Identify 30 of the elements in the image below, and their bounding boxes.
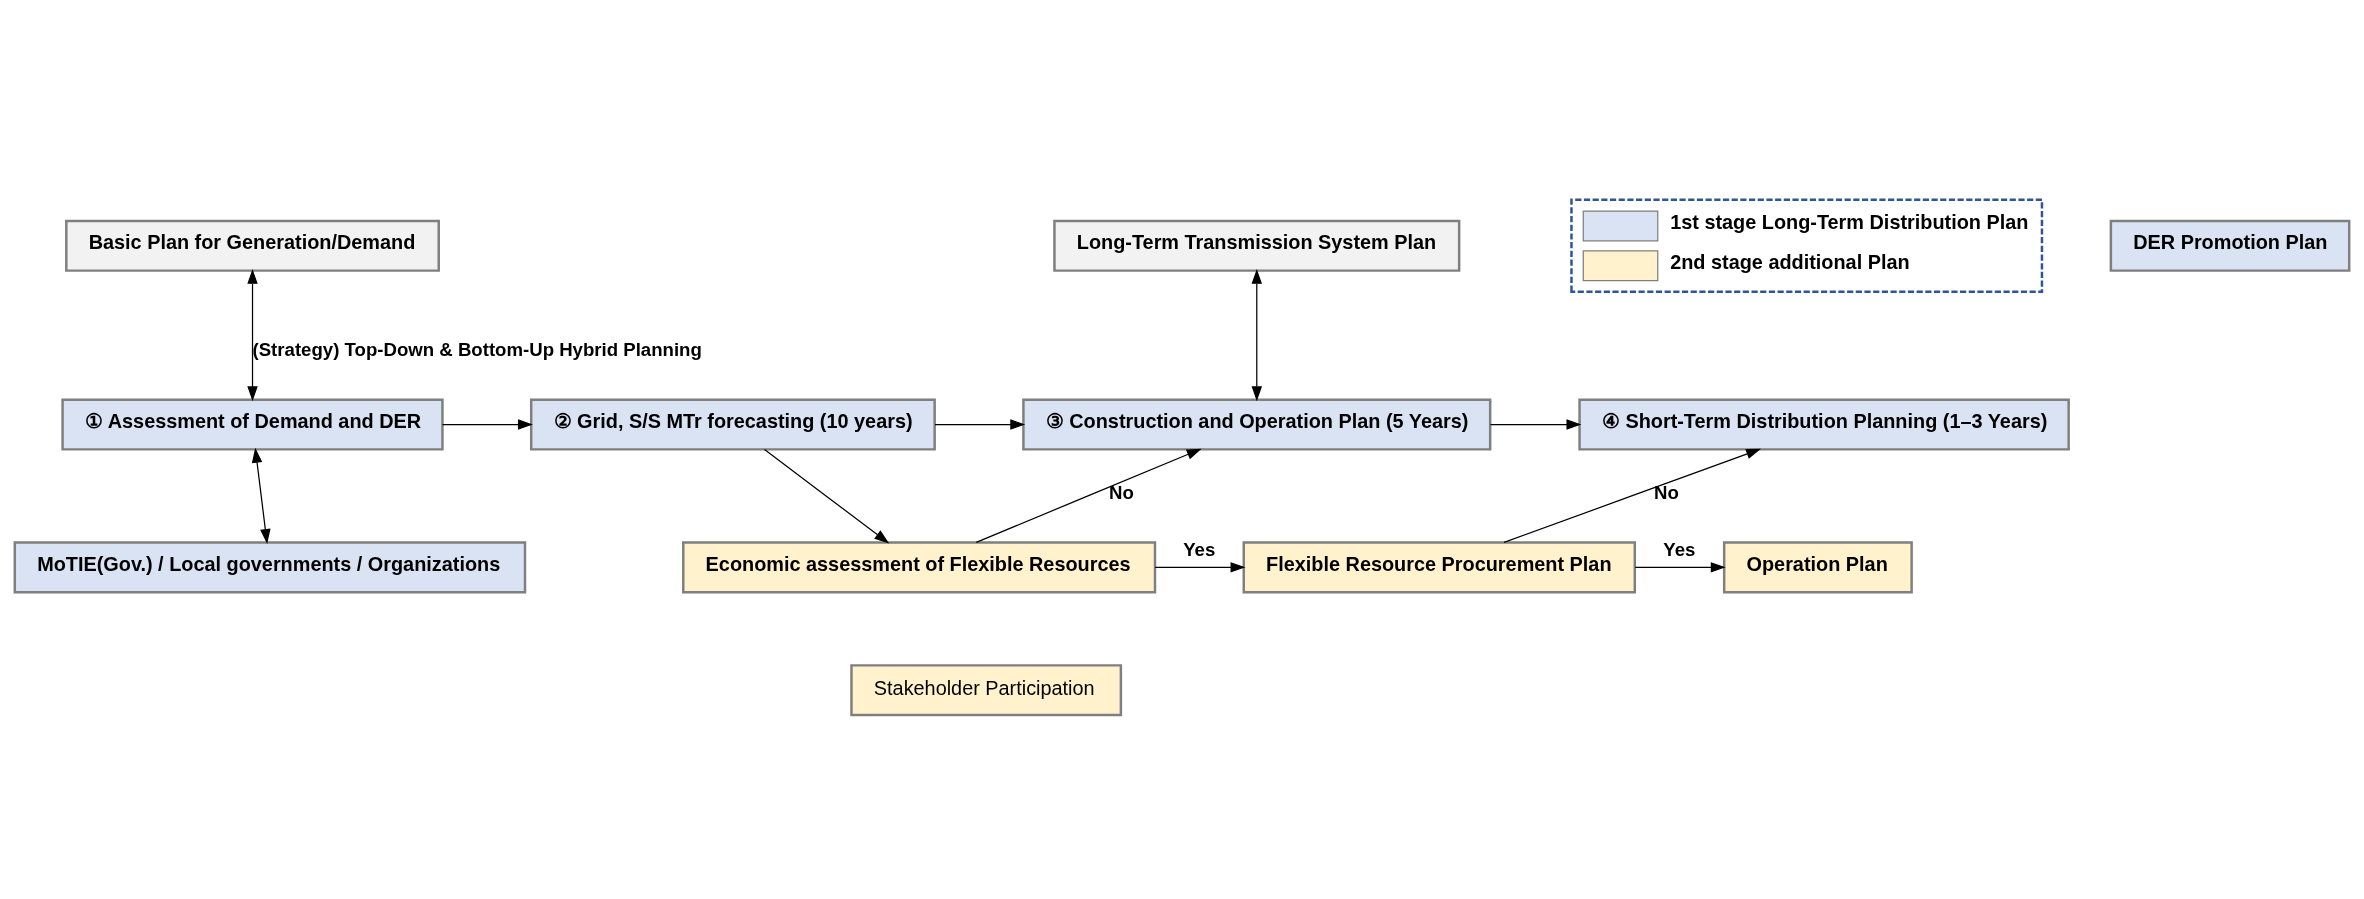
arrow — [1489, 418, 1582, 430]
arrow — [1634, 561, 1726, 573]
arrow — [1154, 561, 1246, 573]
node-box: Basic Plan for Generation/Demand — [65, 219, 440, 272]
node-box: ④ Short-Term Distribution Planning (1–3 Years) — [1578, 398, 2070, 451]
arrow — [1503, 448, 1761, 543]
node-box: Economic assessment of Flexible Resources — [682, 540, 1157, 593]
node-box: Long-Term Transmission System Plan — [1053, 219, 1461, 272]
edge-label: Yes — [1663, 538, 1696, 560]
node-box: MoTIE(Gov.) / Local governments / Organizations — [13, 540, 527, 593]
node-box: Flexible Resource Procurement Plan — [1242, 540, 1637, 593]
edge-label: No — [1654, 481, 1679, 503]
legend-label: 2nd stage additional Plan — [1670, 250, 1910, 273]
arrow — [441, 418, 533, 430]
arrow — [247, 268, 258, 401]
edge-label: (Strategy) Top-Down & Bottom-Up Hybrid Planning — [252, 338, 702, 360]
node-box: ① Assessment of Demand and DER — [61, 398, 444, 451]
node-box: ③ Construction and Operation Plan (5 Years) — [1022, 398, 1492, 451]
arrow — [934, 418, 1026, 430]
node-box: Stakeholder Participation — [850, 663, 1123, 716]
node-box: ② Grid, S/S MTr forecasting (10 years) — [529, 398, 936, 451]
arrow — [251, 447, 271, 544]
edge-label: Yes — [1183, 538, 1216, 560]
node-box: DER Promotion Plan — [2109, 219, 2351, 272]
arrow — [975, 448, 1202, 543]
legend-label: 1st stage Long-Term Distribution Plan — [1670, 210, 2029, 233]
edge-label: No — [1109, 481, 1134, 503]
arrow — [763, 448, 890, 544]
node-box: Operation Plan — [1722, 540, 1913, 593]
arrow — [1251, 268, 1262, 401]
